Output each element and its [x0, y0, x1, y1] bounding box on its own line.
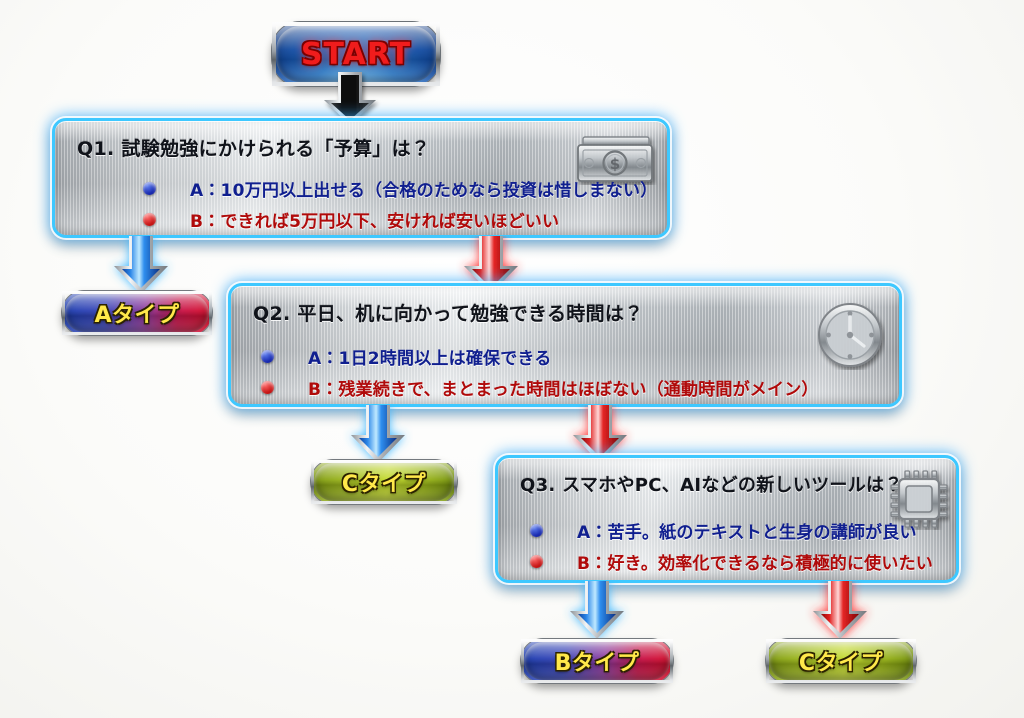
bullet-red-icon: [143, 213, 156, 226]
cpu-chip-icon: [890, 470, 948, 528]
q1-title: Q1. 試験勉強にかけられる「予算」は？: [77, 138, 431, 160]
q1-option-b-label: B：できれば5万円以下、安ければ安いほどいい: [190, 212, 560, 232]
q3-option-a[interactable]: A：苦手。紙のテキストと生身の講師が良い: [530, 518, 956, 543]
q2-option-a[interactable]: A：1日2時間以上は確保できる: [261, 344, 899, 369]
start-node[interactable]: START: [272, 22, 440, 86]
question-panel-q2: Q2. 平日、机に向かって勉強できる時間は？ A：1日2時間以上は確保できる: [228, 283, 902, 407]
q2-title: Q2. 平日、机に向かって勉強できる時間は？: [253, 303, 644, 325]
svg-text:$: $: [610, 155, 620, 173]
bullet-red-icon: [530, 555, 543, 568]
result-a-type[interactable]: Aタイプ: [62, 291, 212, 335]
arrow-q3-b: [813, 581, 867, 639]
result-c1-label: Cタイプ: [341, 472, 427, 497]
q3-options: A：苦手。紙のテキストと生身の講師が良い B：好き。効率化できるなら積極的に使い…: [530, 518, 956, 580]
arrow-q3-a: [570, 581, 624, 639]
result-c-type-2[interactable]: Cタイプ: [766, 639, 916, 683]
q1-option-b[interactable]: B：できれば5万円以下、安ければ安いほどいい: [143, 207, 667, 232]
bullet-blue-icon: [261, 350, 274, 363]
q3-option-a-label: A：苦手。紙のテキストと生身の講師が良い: [577, 523, 917, 543]
money-icon: $: [577, 136, 653, 182]
arrow-q2-a: [351, 405, 405, 463]
result-b-type[interactable]: Bタイプ: [521, 639, 673, 683]
q1-option-a-label: A：10万円以上出せる（合格のためなら投資は惜しまない）: [190, 181, 658, 201]
result-c-type-1[interactable]: Cタイプ: [311, 460, 457, 504]
q2-options: A：1日2時間以上は確保できる B：残業続きで、まとまった時間はほぼない（通動時…: [261, 344, 899, 406]
question-panel-q1: Q1. 試験勉強にかけられる「予算」は？ $ A：10万円以上出せる（合格のため…: [52, 118, 670, 238]
q1-options: A：10万円以上出せる（合格のためなら投資は惜しまない） B：できれば5万円以下…: [143, 176, 667, 238]
result-a-label: Aタイプ: [94, 303, 180, 328]
q3-option-b-label: B：好き。効率化できるなら積極的に使いたい: [577, 554, 933, 574]
bullet-blue-icon: [530, 524, 543, 537]
result-c2-label: Cタイプ: [798, 651, 884, 676]
question-panel-q3: Q3. スマホやPC、AIなどの新しいツールは？: [495, 455, 959, 583]
q2-option-a-label: A：1日2時間以上は確保できる: [308, 349, 552, 369]
q2-option-b-label: B：残業続きで、まとまった時間はほぼない（通動時間がメイン）: [308, 380, 819, 400]
q2-option-b[interactable]: B：残業続きで、まとまった時間はほぼない（通動時間がメイン）: [261, 375, 899, 400]
q3-option-b[interactable]: B：好き。効率化できるなら積極的に使いたい: [530, 549, 956, 574]
start-label: START: [300, 36, 412, 72]
result-b-label: Bタイプ: [554, 651, 640, 676]
bullet-blue-icon: [143, 182, 156, 195]
bullet-red-icon: [261, 381, 274, 394]
clock-icon: [818, 303, 882, 367]
q3-title: Q3. スマホやPC、AIなどの新しいツールは？: [520, 475, 903, 496]
q1-option-a[interactable]: A：10万円以上出せる（合格のためなら投資は惜しまない）: [143, 176, 667, 201]
arrow-q1-a: [114, 236, 168, 294]
